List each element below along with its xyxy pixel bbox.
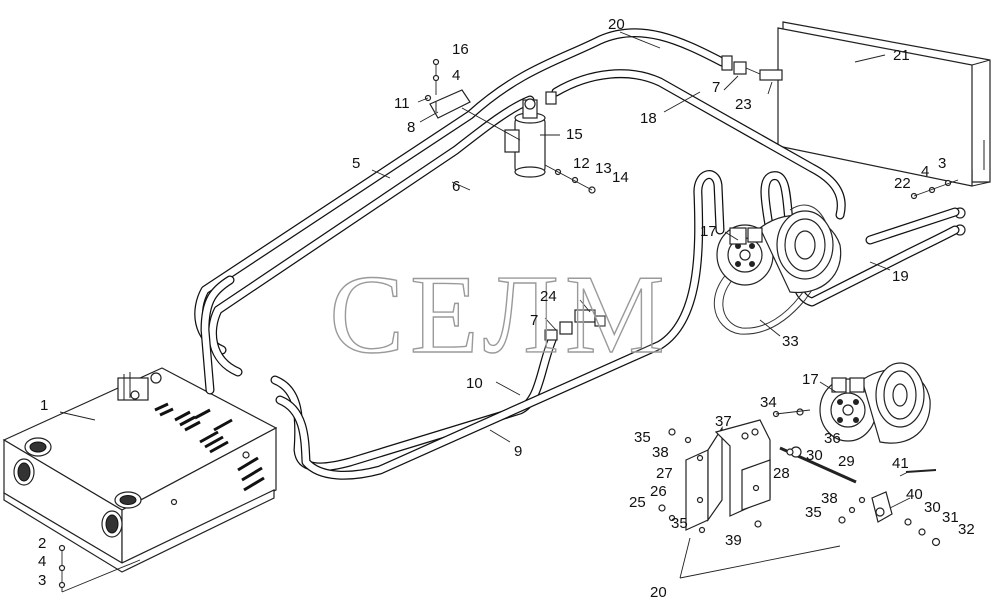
callout-16: 16 [452, 41, 469, 58]
callout-3: 3 [938, 155, 946, 172]
callout-29: 29 [838, 453, 855, 470]
callout-31: 31 [942, 509, 959, 526]
callout-4: 4 [38, 553, 46, 570]
hoses-9-10 [270, 170, 725, 480]
callout-leaders [59, 31, 911, 509]
callout-35: 35 [805, 504, 822, 521]
callout-30: 30 [924, 499, 941, 516]
hvac-unit-part-1 [2, 367, 278, 573]
callout-9: 9 [514, 443, 522, 460]
callout-20: 20 [608, 16, 625, 33]
callout-34: 34 [760, 394, 777, 411]
callout-4: 4 [921, 163, 929, 180]
callout-10: 10 [466, 375, 483, 392]
callout-25: 25 [629, 494, 646, 511]
hose-18 [551, 69, 846, 220]
callout-17: 17 [700, 223, 717, 240]
compressor-mounting-kit [658, 408, 941, 547]
callout-14: 14 [612, 169, 629, 186]
callout-26: 26 [650, 483, 667, 500]
callout-37: 37 [715, 413, 732, 430]
callout-40: 40 [906, 486, 923, 503]
callout-24: 24 [540, 288, 557, 305]
callout-2: 2 [38, 535, 46, 552]
callout-15: 15 [566, 126, 583, 143]
callout-36: 36 [824, 430, 841, 447]
callout-27: 27 [656, 465, 673, 482]
fitting-part-7-and-23 [721, 55, 783, 81]
callout-39: 39 [725, 532, 742, 549]
callout-12: 12 [573, 155, 590, 172]
callout-28: 28 [773, 465, 790, 482]
callout-32: 32 [958, 521, 975, 538]
receiver-drier-part-15 [504, 91, 557, 178]
callout-11: 11 [394, 95, 410, 112]
fitting-part-24-and-7 [544, 309, 606, 341]
condenser-part-21 [777, 21, 991, 236]
hoses-5-6 [194, 28, 727, 395]
callout-17: 17 [802, 371, 819, 388]
callout-labels: 1 2 4 3 5 6 7 7 8 9 10 11 12 13 14 15 16… [38, 16, 975, 601]
callout-4: 4 [452, 67, 460, 84]
callout-33: 33 [782, 333, 799, 350]
callout-38: 38 [821, 490, 838, 507]
callout-41: 41 [892, 455, 909, 472]
callout-19: 19 [892, 268, 909, 285]
bracket-part-8 [424, 58, 521, 141]
callout-7: 7 [530, 312, 538, 329]
callout-30: 30 [806, 447, 823, 464]
callout-8: 8 [407, 119, 415, 136]
callout-23: 23 [735, 96, 752, 113]
callout-21: 21 [893, 47, 910, 64]
callout-20: 20 [650, 584, 667, 601]
callout-38: 38 [652, 444, 669, 461]
callout-13: 13 [595, 160, 612, 177]
compressor-part-17-detail [819, 362, 931, 444]
callout-35: 35 [671, 515, 688, 532]
callout-35: 35 [634, 429, 651, 446]
callout-7: 7 [712, 79, 720, 96]
compressor-part-17-installed [716, 210, 842, 294]
callout-1: 1 [40, 397, 48, 414]
callout-22: 22 [894, 175, 911, 192]
callout-5: 5 [352, 155, 360, 172]
callout-18: 18 [640, 110, 657, 127]
watermark-text: СЕЛМ [329, 253, 670, 377]
drive-belt-33 [713, 204, 831, 335]
callout-6: 6 [452, 178, 460, 195]
callout-3: 3 [38, 572, 46, 589]
